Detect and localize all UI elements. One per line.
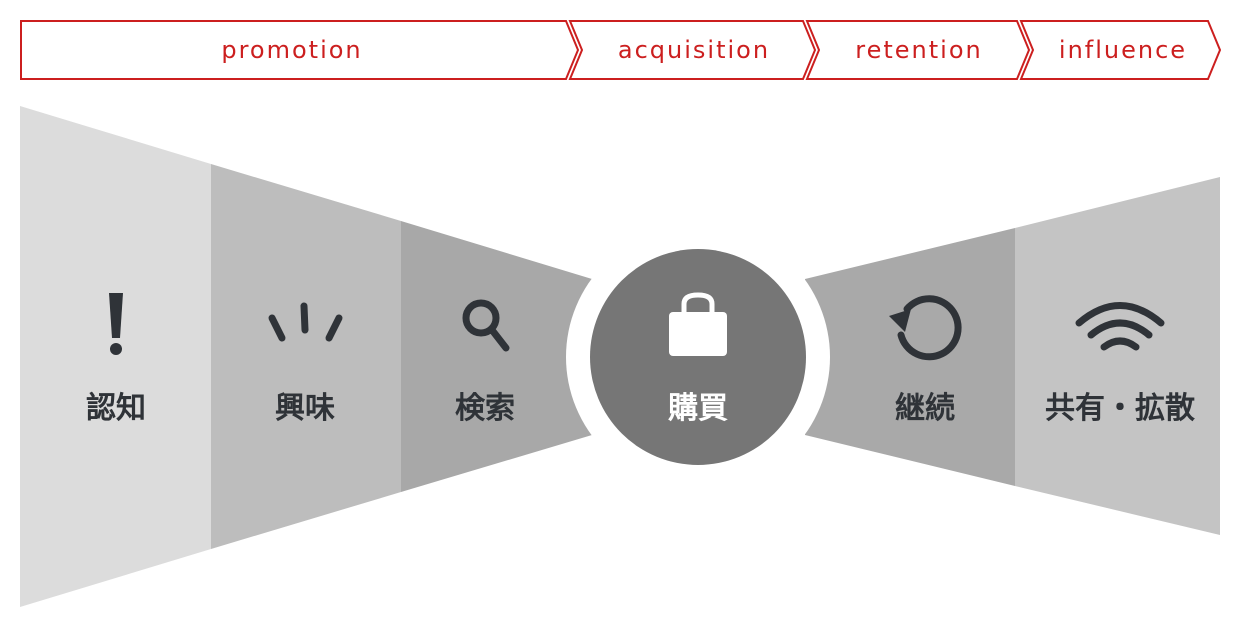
phase-arrow-promotion — [20, 20, 580, 80]
refresh-icon — [889, 295, 962, 361]
stage-label-search: 検索 — [455, 391, 515, 426]
stage-label-retention: 継続 — [895, 391, 955, 426]
search-icon — [462, 299, 510, 352]
stage-band-share — [1015, 177, 1220, 535]
phase-arrow-influence — [1019, 20, 1222, 80]
stage-label-awareness: 認知 — [86, 391, 146, 426]
stage-label-share: 共有・拡散 — [1045, 391, 1195, 426]
interest-burst-icon — [268, 302, 343, 342]
phase-arrow-acquisition — [568, 20, 817, 80]
phase-banner — [20, 20, 1222, 80]
broadcast-icon — [1075, 302, 1165, 351]
exclamation-icon — [109, 293, 123, 355]
stage-band-interest — [211, 164, 401, 549]
stage-band-search — [401, 221, 592, 492]
phase-arrow-retention — [805, 20, 1031, 80]
stage-band-awareness — [20, 106, 211, 607]
purchase-circle — [590, 249, 806, 465]
stage-band-retention — [805, 228, 1015, 486]
stage-label-purchase: 購買 — [668, 391, 728, 426]
stage-label-interest: 興味 — [275, 391, 335, 426]
phase-label-acquisition: acquisition — [618, 36, 770, 64]
phase-label-promotion: promotion — [221, 36, 362, 64]
shopping-bag-icon — [669, 292, 727, 356]
phase-label-retention: retention — [855, 36, 982, 64]
phase-label-influence: influence — [1059, 36, 1187, 64]
